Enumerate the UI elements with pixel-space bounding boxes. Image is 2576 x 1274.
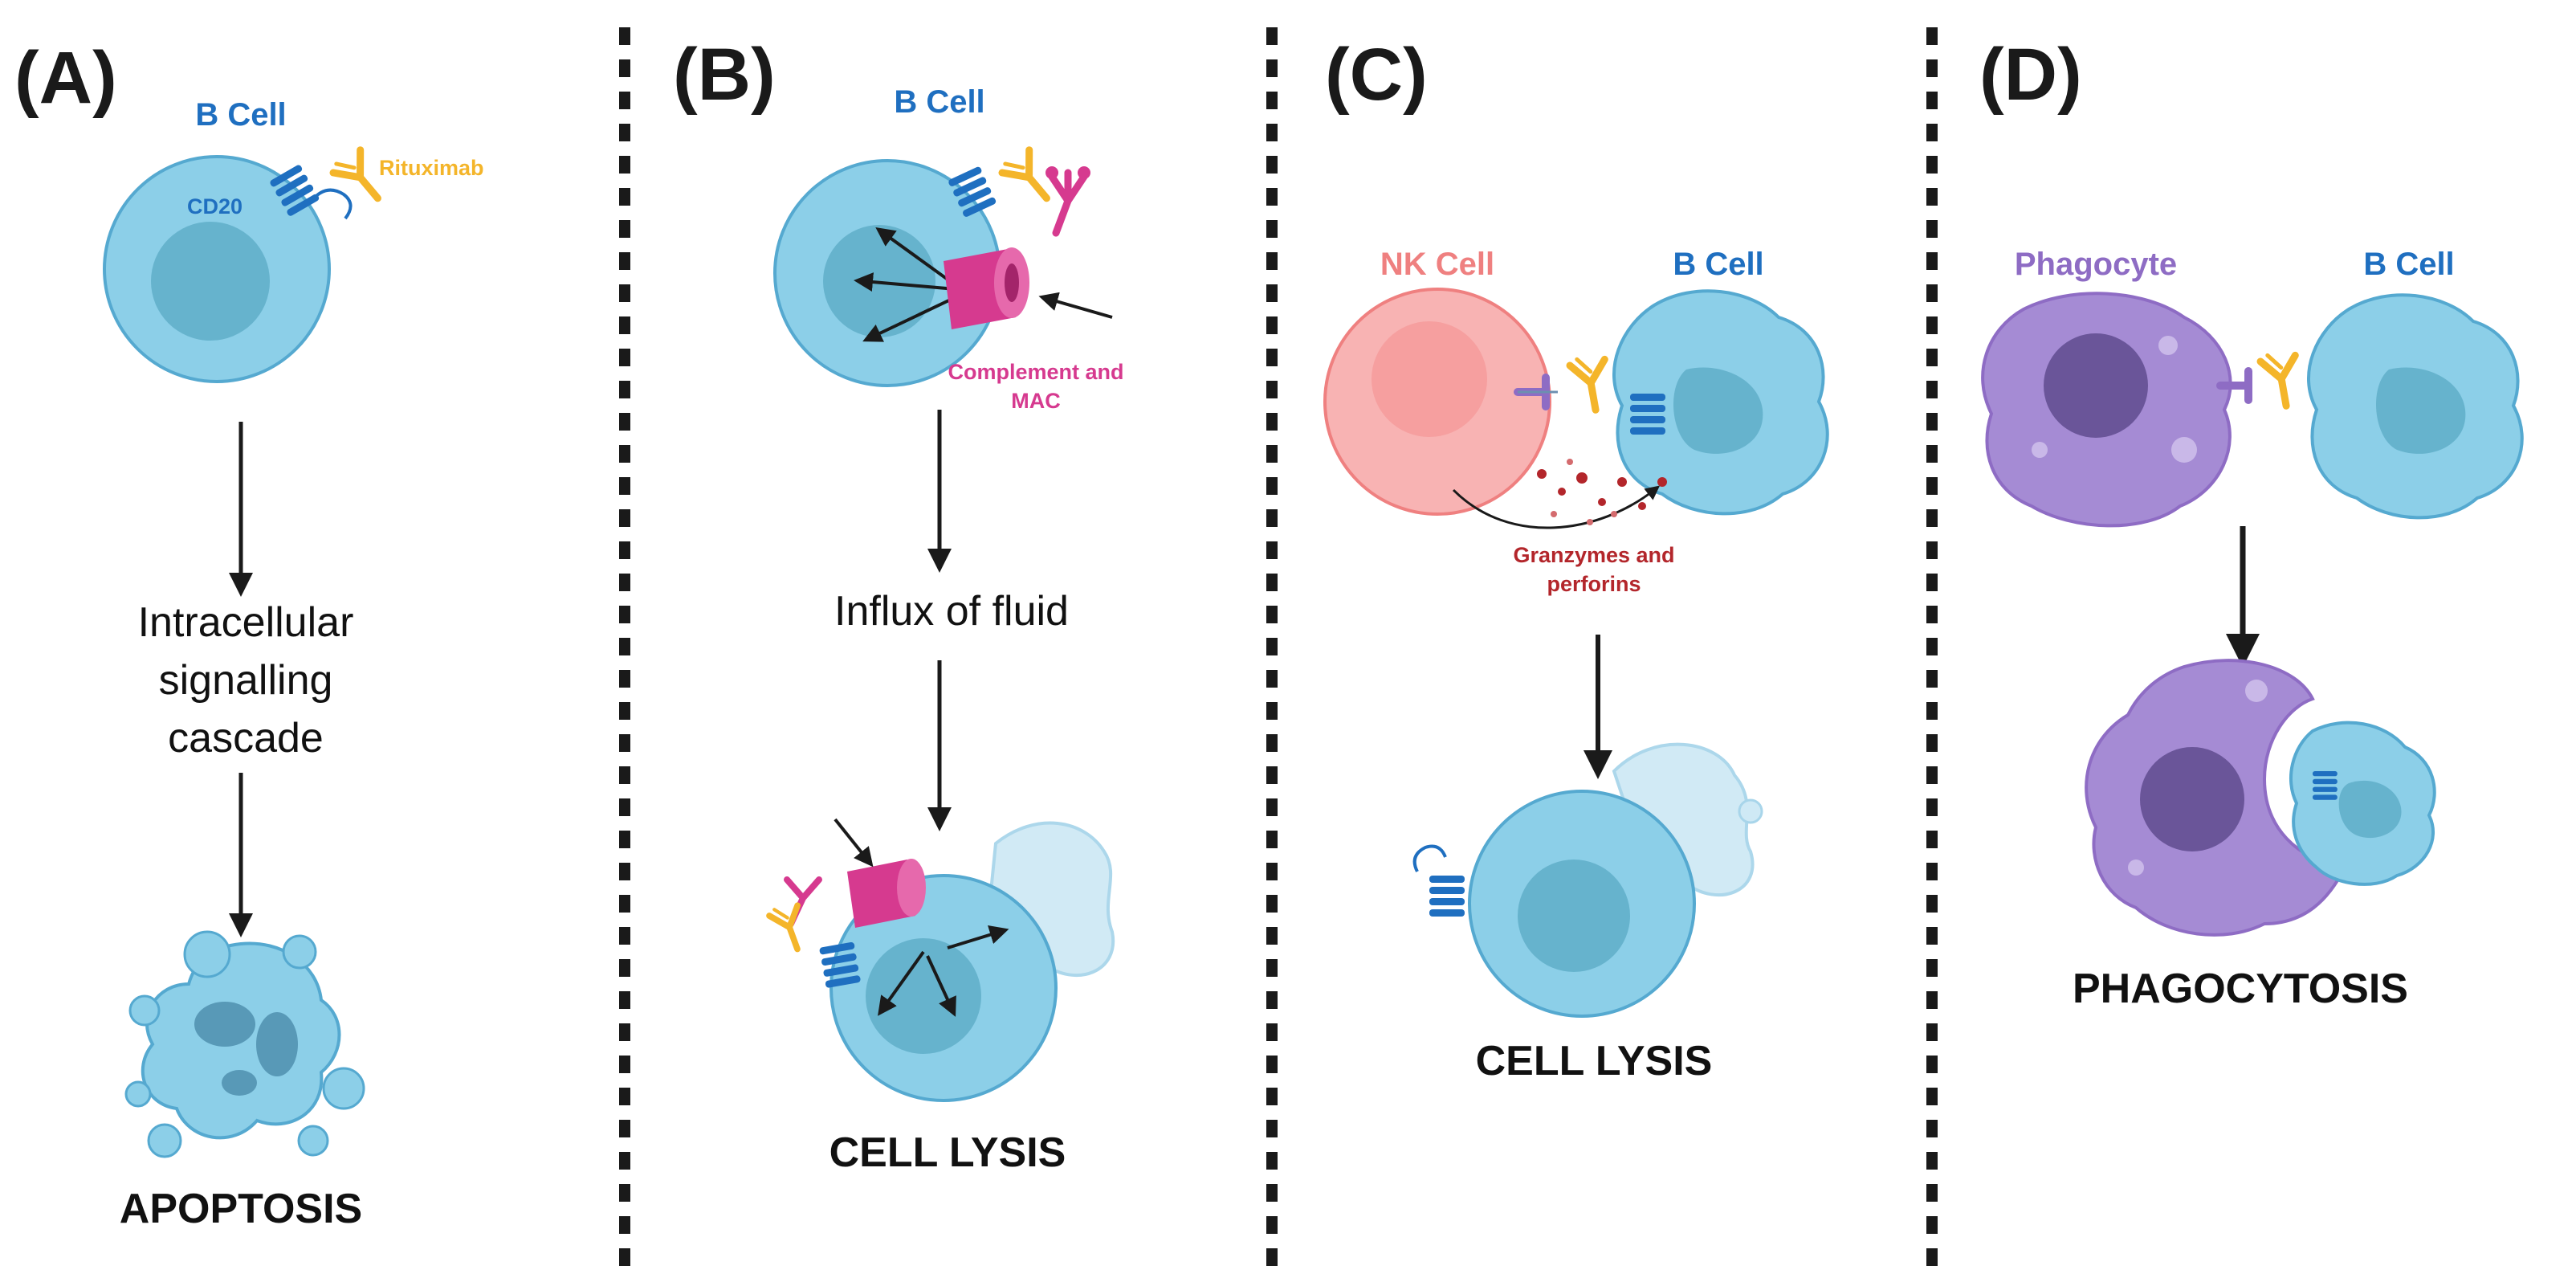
b-cell-target-d-icon bbox=[2307, 293, 2524, 520]
panel-b-step: Influx of fluid bbox=[834, 588, 1069, 635]
nk-cell-label: NK Cell bbox=[1380, 247, 1494, 282]
panel-a-label: (A) bbox=[14, 37, 117, 119]
engulfing-phagocyte-icon bbox=[2085, 659, 2436, 937]
phagocyte-icon bbox=[1981, 292, 2232, 528]
granzyme-label-line-1: Granzymes and bbox=[1513, 543, 1674, 567]
panel-b-label: (B) bbox=[673, 34, 776, 116]
cd20-receptor-icon bbox=[269, 164, 353, 220]
complement-protein-icon bbox=[1045, 166, 1090, 237]
receptor-antibody-c-icon bbox=[1514, 354, 1665, 435]
panel-b-outcome: CELL LYSIS bbox=[829, 1129, 1066, 1176]
granzyme-label-line-2: perforins bbox=[1547, 572, 1641, 596]
panel-b: (B) B Cell Complement and MAC I bbox=[673, 34, 1124, 1176]
cd20-label: CD20 bbox=[187, 194, 243, 218]
phagocyte-label: Phagocyte bbox=[2015, 247, 2177, 282]
b-cell-target-c-icon bbox=[1612, 289, 1829, 516]
panel-d-b-cell-label: B Cell bbox=[2363, 247, 2454, 282]
panel-d-label: (D) bbox=[1979, 34, 2082, 116]
arrow-b-pore bbox=[1038, 292, 1113, 319]
receptor-antibody-d-icon bbox=[2216, 350, 2352, 435]
complement-label-line-2: MAC bbox=[1011, 389, 1061, 413]
panel-d: (D) Phagocyte B Cell bbox=[1979, 34, 2524, 1012]
nk-cell-icon bbox=[1323, 288, 1551, 516]
panel-b-b-cell-label: B Cell bbox=[894, 84, 984, 120]
mac-pore-icon bbox=[944, 247, 1029, 329]
panel-d-outcome: PHAGOCYTOSIS bbox=[2073, 966, 2408, 1012]
panel-a: (A) B Cell CD20 Rituximab Intracellular … bbox=[14, 37, 484, 1232]
panel-c-outcome: CELL LYSIS bbox=[1476, 1038, 1713, 1084]
rituximab-label: Rituximab bbox=[379, 156, 484, 180]
panel-a-step-line-3: cascade bbox=[168, 715, 324, 762]
panel-a-b-cell-label: B Cell bbox=[195, 97, 286, 133]
panel-a-step-line-2: signalling bbox=[159, 657, 333, 704]
apoptotic-cell-icon bbox=[124, 930, 365, 1158]
panel-a-step-line-1: Intracellular bbox=[138, 599, 354, 646]
lysing-b-cell-c-icon bbox=[1412, 742, 1763, 1018]
panel-c-label: (C) bbox=[1325, 34, 1428, 116]
lysing-b-cell-icon bbox=[768, 818, 1115, 1102]
panel-c-b-cell-label: B Cell bbox=[1673, 247, 1763, 282]
panel-c: (C) NK Cell B Cell bbox=[1323, 34, 1829, 1084]
b-cell-intact-icon bbox=[103, 155, 331, 383]
granzymes-icon bbox=[1452, 459, 1667, 529]
complement-label-line-1: Complement and bbox=[948, 360, 1123, 384]
panel-a-outcome: APOPTOSIS bbox=[120, 1186, 362, 1232]
